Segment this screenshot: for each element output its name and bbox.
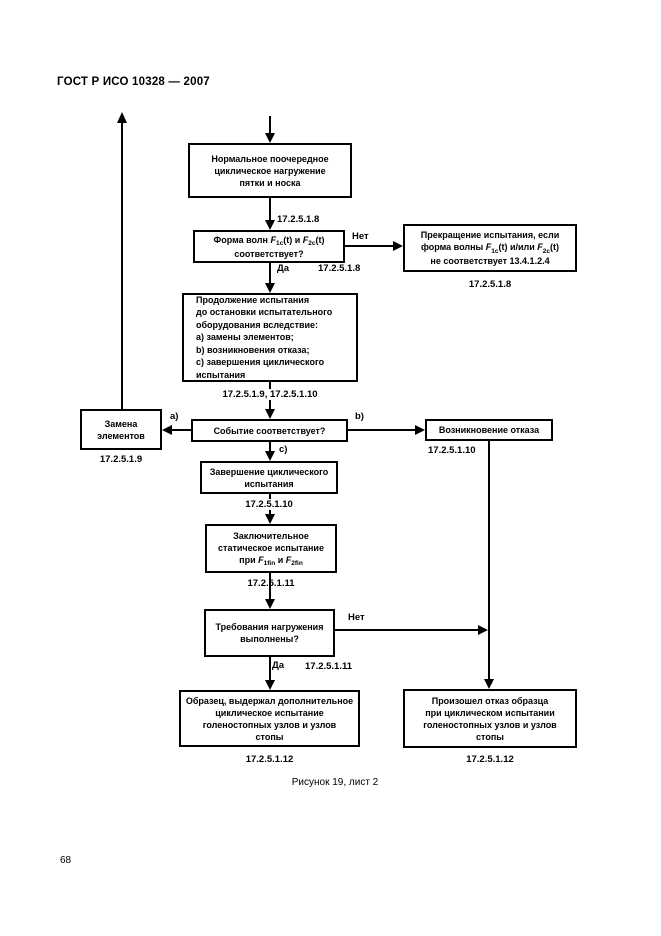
- no-label-waveform: Нет: [352, 231, 369, 242]
- arrow-entry-top: [265, 116, 275, 143]
- force-symbol-f1fin: F: [258, 554, 264, 565]
- flow-box-load-requirements: Требования нагружения выполнены?: [204, 609, 335, 657]
- force-symbol-f2c: F: [537, 242, 543, 252]
- page-number: 68: [60, 855, 72, 866]
- ref-label-termination: 17.2.5.1.8: [468, 279, 512, 290]
- ref-label-passed: 17.2.5.1.12: [245, 754, 294, 765]
- ref-label-loadreq: 17.2.5.1.11: [305, 661, 353, 672]
- flow-box-replace-elements: Замена элементов: [80, 409, 162, 450]
- yes-label-loadreq: Да: [272, 660, 285, 671]
- ref-label-failure: 17.2.5.1.10: [428, 445, 476, 456]
- branch-label-a: a): [170, 411, 179, 422]
- arrow-loadreq-no: [335, 625, 488, 635]
- flow-box-waveform-check: Форма волн F1c(t) и F2c(t) соответствует…: [193, 230, 345, 263]
- branch-label-c: c): [279, 444, 288, 455]
- ref-label-final-static: 17.2.5.1.11: [247, 578, 295, 589]
- flow-box-normal-loading: Нормальное поочередное циклическое нагру…: [188, 143, 352, 198]
- arrow-normal-to-waveform: [265, 198, 275, 230]
- arrow-final-to-loadreq: [265, 573, 275, 609]
- ref-label-replace: 17.2.5.1.9: [99, 454, 143, 465]
- arrow-event-b: [348, 425, 425, 435]
- force-symbol-f2c: F: [302, 234, 309, 245]
- ref-label-complete-cyclic: 17.2.5.1.10: [200, 499, 338, 510]
- branch-label-b: b): [355, 411, 364, 422]
- force-symbol-f2fin: F: [285, 554, 292, 565]
- flow-box-termination: Прекращение испытания, если форма волны …: [403, 224, 577, 272]
- flow-box-failed: Произошел отказ образца при циклическом …: [403, 689, 577, 748]
- flow-box-continue-test: Продолжение испытания до остановки испыт…: [182, 293, 358, 382]
- flow-box-final-static: Заключительное статическое испытание при…: [205, 524, 337, 573]
- no-label-loadreq: Нет: [348, 612, 365, 623]
- flow-box-event-check: Событие соответствует?: [191, 419, 348, 442]
- flow-box-complete-cyclic: Завершение циклического испытания: [200, 461, 338, 494]
- ref-label-failed: 17.2.5.1.12: [466, 754, 514, 765]
- arrow-event-c: [265, 442, 275, 461]
- arrow-return-up: [117, 112, 127, 409]
- figure-caption: Рисунок 19, лист 2: [291, 777, 379, 788]
- arrow-continue-to-event: [265, 382, 275, 419]
- arrow-event-a: [162, 425, 191, 435]
- flow-box-passed: Образец, выдержал дополнительное цикличе…: [179, 690, 360, 747]
- ref-label-into-waveform: 17.2.5.1.8: [277, 214, 320, 225]
- ref-label-continue-test: 17.2.5.1.9, 17.2.5.1.10: [182, 389, 358, 400]
- force-symbol-f1c: F: [485, 242, 492, 252]
- page-header: ГОСТ Р ИСО 10328 — 2007: [57, 76, 210, 88]
- ref-label-after-waveform: 17.2.5.1.8: [318, 263, 361, 274]
- flow-box-failure-occurred: Возникновение отказа: [425, 419, 553, 441]
- arrow-loadreq-yes: [265, 657, 275, 690]
- yes-label-waveform: Да: [277, 263, 290, 274]
- force-symbol-f1c: F: [270, 234, 276, 245]
- arrow-waveform-yes: [265, 263, 275, 293]
- arrow-waveform-no: [345, 241, 403, 251]
- arrow-failure-to-failed: [484, 441, 494, 689]
